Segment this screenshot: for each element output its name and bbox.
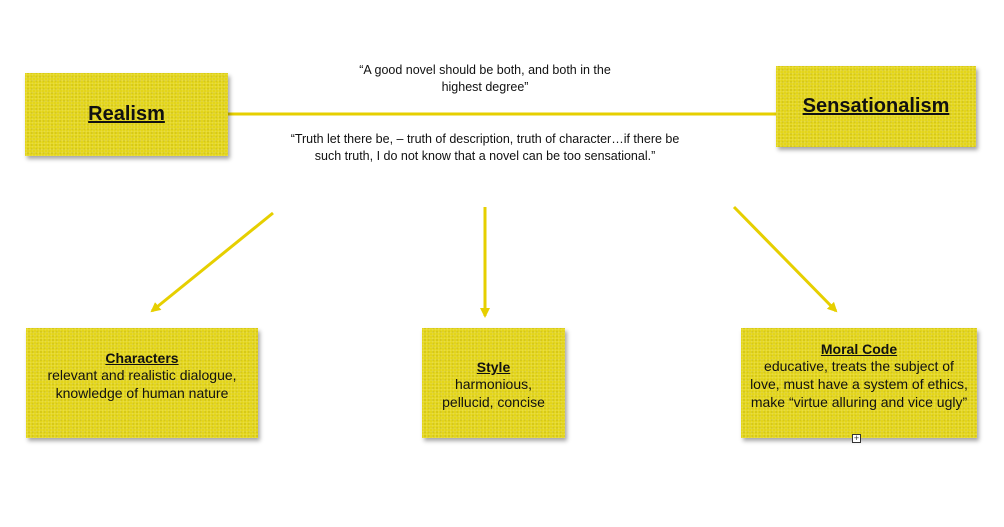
realism-node[interactable]: Realism [25,73,228,156]
sensationalism-title: Sensationalism [802,95,950,117]
moral-code-node[interactable]: Moral Code educative, treats the subject… [741,328,977,438]
quote-middle: “Truth let there be, – truth of descript… [290,132,680,163]
arrow-to-moral-code [732,205,838,313]
arrow-to-characters [150,211,274,313]
style-node[interactable]: Style harmonious, pellucid, concise [422,328,565,438]
characters-body: relevant and realistic dialogue, knowled… [47,367,237,401]
style-body: harmonious, pellucid, concise [442,376,545,410]
style-title: Style [476,359,511,375]
characters-node[interactable]: Characters relevant and realistic dialog… [26,328,258,438]
characters-title: Characters [105,350,179,366]
plus-square-icon[interactable]: + [852,433,861,443]
moral-code-title: Moral Code [820,341,898,357]
realism-title: Realism [88,103,165,125]
sensationalism-node[interactable]: Sensationalism [776,66,976,147]
moral-code-body: educative, treats the subject of love, m… [750,358,968,410]
quote-top: “A good novel should be both, and both i… [359,63,611,94]
